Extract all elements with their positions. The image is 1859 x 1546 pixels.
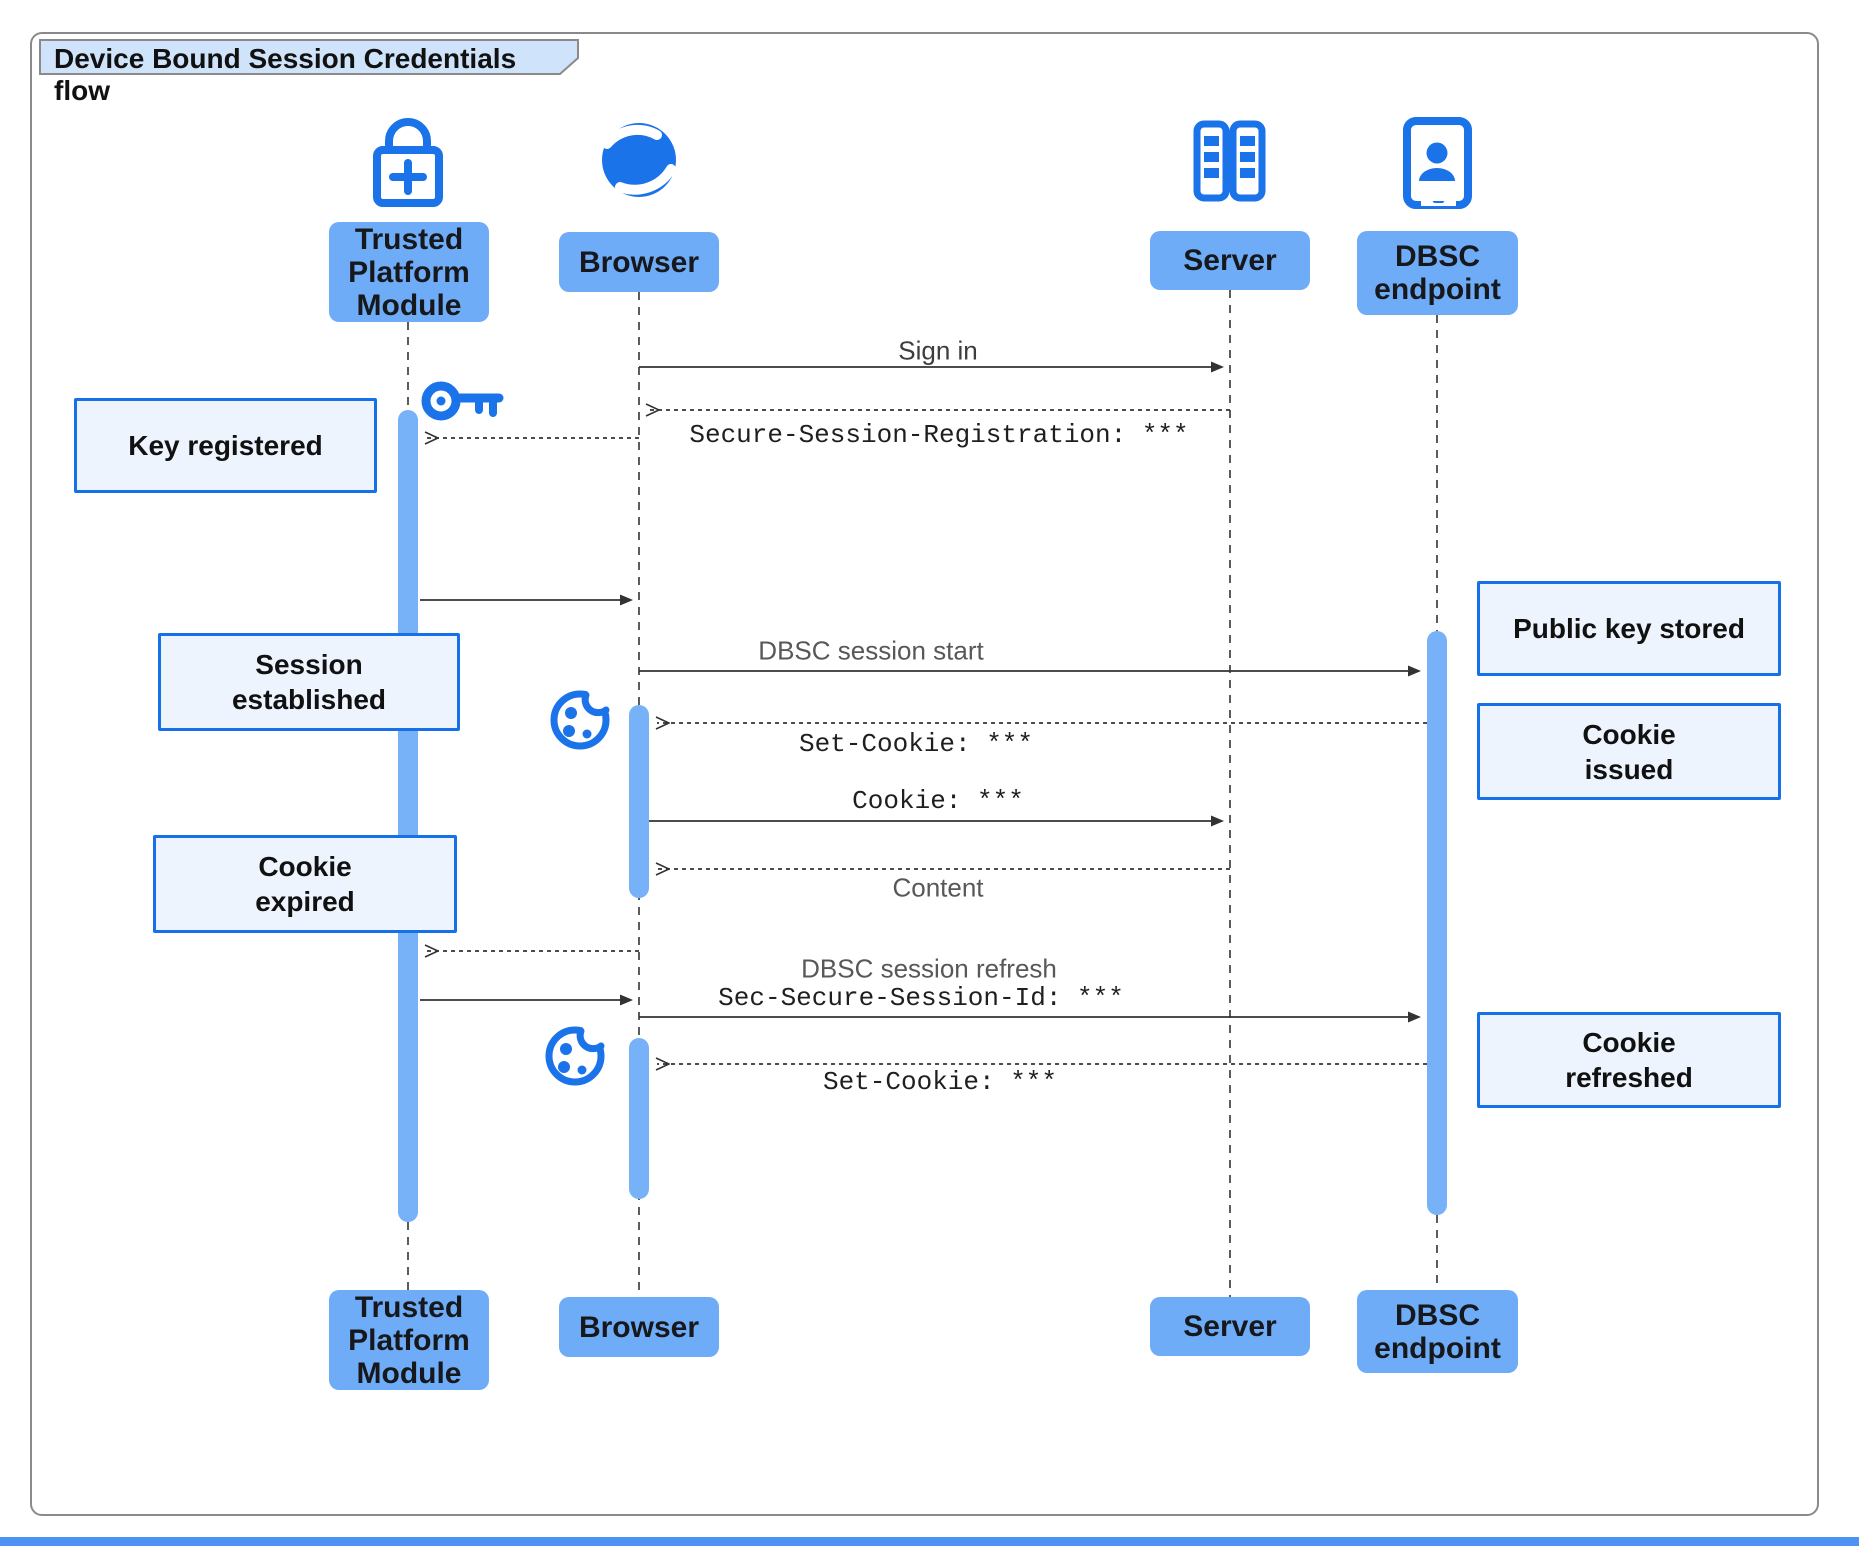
diagram-frame <box>30 32 1819 1516</box>
note-cookie-expired: Cookie expired <box>153 835 457 933</box>
message-dbsc-session-start: DBSC session start <box>758 635 984 666</box>
message-content: Content <box>892 872 984 903</box>
actor-label-browser-bottom: Browser <box>559 1297 719 1357</box>
bottom-edge-strip <box>0 1537 1859 1546</box>
message-sec-secure-session-id: Sec-Secure-Session-Id: *** <box>718 983 1124 1013</box>
note-key-registered: Key registered <box>74 398 377 493</box>
message-set-cookie-1: Set-Cookie: *** <box>798 729 1034 759</box>
message-set-cookie-2: Set-Cookie: *** <box>822 1067 1058 1097</box>
diagram-title: Device Bound Session Credentials flow <box>54 43 517 106</box>
activation-browser-1 <box>629 705 649 898</box>
actor-label-browser-top: Browser <box>559 232 719 292</box>
title-tab-shape <box>39 39 579 75</box>
note-session-established: Session established <box>158 633 460 731</box>
message-cookie: Cookie: *** <box>852 786 1024 816</box>
actor-label-dbsc-top: DBSC endpoint <box>1357 231 1518 315</box>
actor-label-server-bottom: Server <box>1150 1297 1310 1356</box>
server-racks-icon <box>1193 120 1266 202</box>
activation-browser-2 <box>629 1038 649 1199</box>
globe-icon <box>602 123 676 197</box>
lock-plus-icon <box>373 118 443 207</box>
actor-label-tpm-top: Trusted Platform Module <box>329 222 489 322</box>
actor-label-dbsc-bottom: DBSC endpoint <box>1357 1290 1518 1373</box>
key-icon <box>421 381 504 421</box>
message-sign-in: Sign in <box>898 335 978 366</box>
activation-tpm <box>398 410 418 1222</box>
activation-dbsc <box>1427 631 1447 1215</box>
message-dbsc-session-refresh: DBSC session refresh <box>801 953 1057 984</box>
note-cookie-refreshed: Cookie refreshed <box>1477 1012 1781 1108</box>
actor-label-tpm-bottom: Trusted Platform Module <box>329 1290 489 1390</box>
note-public-key-stored: Public key stored <box>1477 581 1781 676</box>
note-cookie-issued: Cookie issued <box>1477 703 1781 800</box>
cookie-icon <box>550 688 610 750</box>
message-secure-session-registration: Secure-Session-Registration: *** <box>689 420 1189 450</box>
title-tab <box>39 39 579 75</box>
actor-label-server-top: Server <box>1150 231 1310 290</box>
cookie-icon <box>545 1024 605 1086</box>
kiosk-person-icon <box>1403 117 1472 209</box>
